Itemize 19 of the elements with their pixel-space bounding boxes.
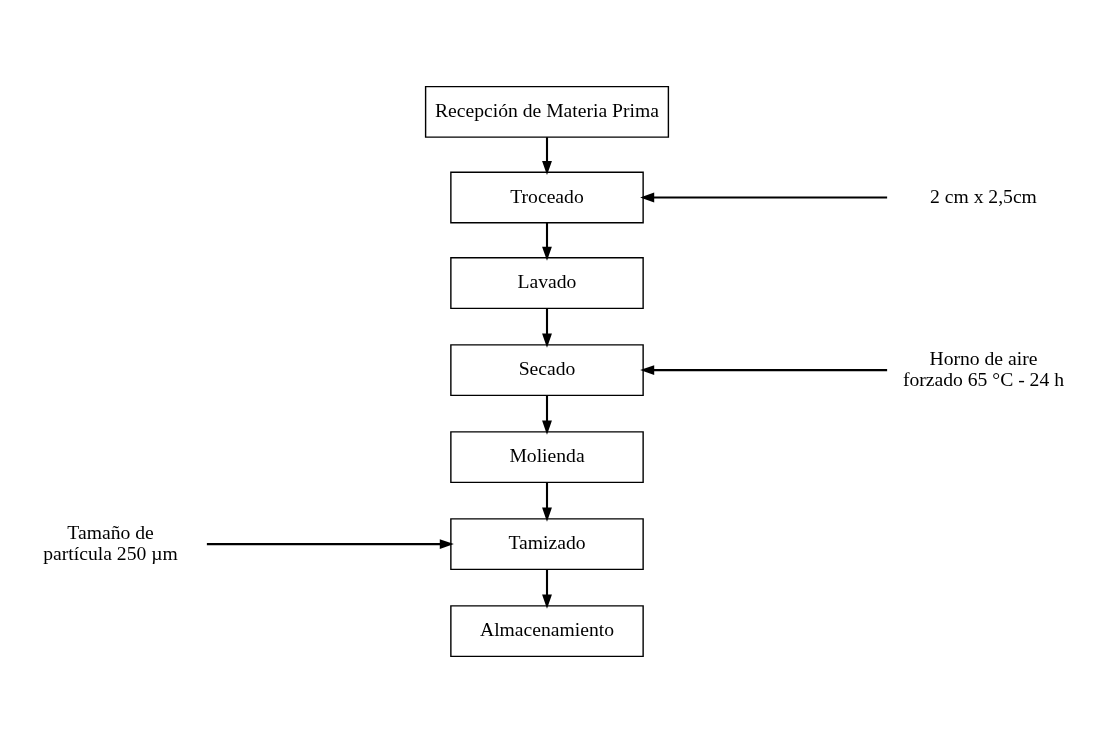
arrow (542, 222, 552, 261)
node-box: Almacenamiento (450, 604, 644, 657)
arrow (640, 192, 888, 202)
node-text: 2 cm x 2,5cm (930, 184, 1037, 207)
arrow (542, 394, 552, 435)
node-box: Tamizado (450, 517, 644, 570)
node-box: Troceado (450, 171, 644, 223)
arrow (542, 568, 552, 609)
node-box: Secado (450, 343, 644, 396)
node-box: Recepción de Materia Prima (424, 85, 670, 138)
node-box: Molienda (450, 430, 644, 483)
arrow (640, 364, 888, 375)
node-text: Tamaño de partícula 250 µm (43, 520, 178, 564)
arrow (206, 538, 454, 549)
node-box: Lavado (450, 256, 644, 309)
arrow (542, 307, 552, 348)
node-text: Horno de aire forzado 65 °C - 24 h (902, 346, 1064, 390)
arrow (542, 481, 552, 522)
arrow (542, 136, 552, 175)
